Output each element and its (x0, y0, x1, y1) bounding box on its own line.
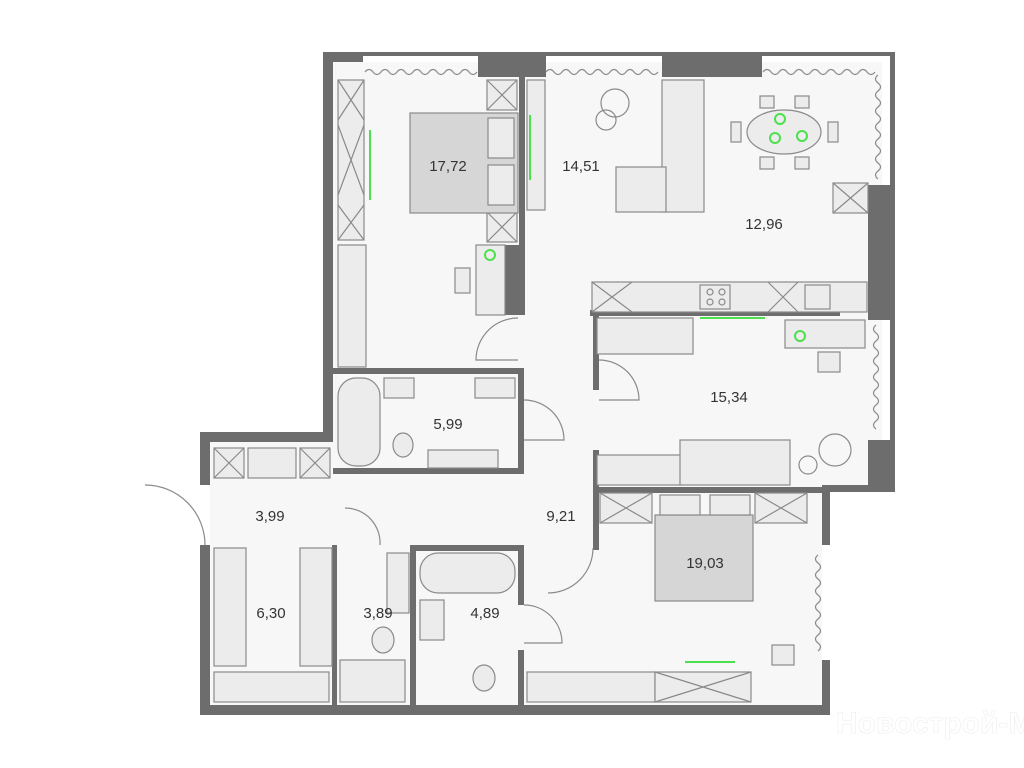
room-area-kitchen-dining: 12,96 (745, 216, 783, 233)
room-area-living-room: 14,51 (562, 158, 600, 175)
room-area-bathroom-1: 5,99 (433, 416, 462, 433)
bathroom-fixtures (337, 377, 516, 703)
toilet-1 (392, 432, 414, 458)
room-area-toilet: 3,89 (363, 605, 392, 622)
interior-walls (332, 77, 840, 705)
watermark: Новострой-М (836, 707, 1024, 740)
curtains (364, 68, 882, 652)
shower (339, 659, 406, 703)
room-area-bedroom-2: 19,03 (686, 555, 724, 572)
room-area-bathroom-2: 4,89 (470, 605, 499, 622)
exterior-walls (200, 52, 895, 715)
furniture (369, 79, 866, 666)
room-area-wardrobe: 6,30 (256, 605, 285, 622)
dining-table (746, 109, 822, 155)
bathtub-2 (419, 552, 516, 594)
toilet-2 (472, 664, 496, 692)
sofa (661, 79, 705, 213)
toilet-3 (371, 626, 395, 654)
cabinets (213, 79, 869, 703)
room-area-bedroom-1: 17,72 (429, 158, 467, 175)
room-area-study: 15,34 (710, 389, 748, 406)
room-area-corridor: 9,21 (546, 508, 575, 525)
bed-2 (654, 514, 754, 602)
room-area-entrance-hall: 3,99 (255, 508, 284, 525)
sofa-2 (679, 439, 791, 486)
bathtub-1 (337, 377, 381, 467)
doors (144, 317, 640, 644)
